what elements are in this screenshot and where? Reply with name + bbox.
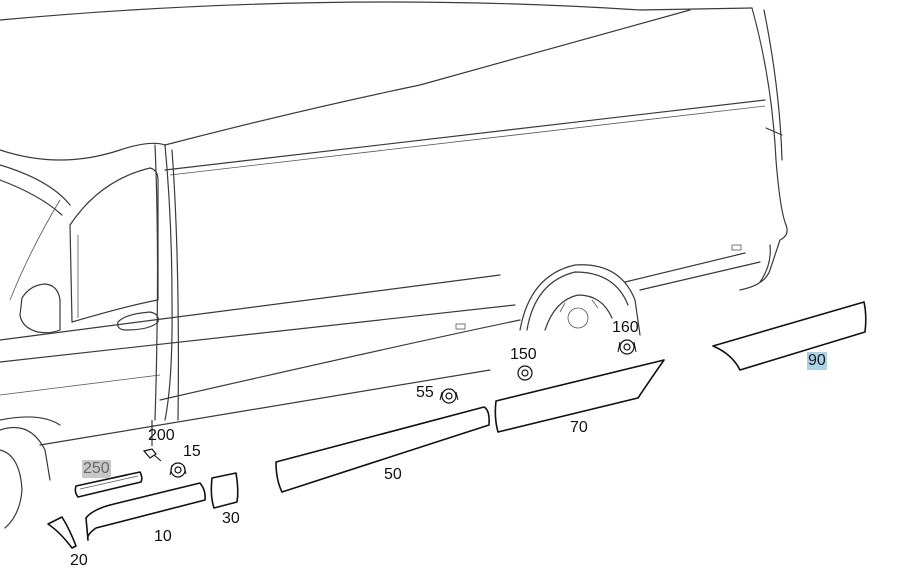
callout-30[interactable]: 30 xyxy=(222,510,240,527)
screw-200 xyxy=(142,448,162,462)
callout-250[interactable]: 250 xyxy=(82,460,111,478)
callout-70[interactable]: 70 xyxy=(570,419,588,436)
callout-10[interactable]: 10 xyxy=(154,528,172,545)
callout-20[interactable]: 20 xyxy=(70,552,88,569)
callout-90[interactable]: 90 xyxy=(807,352,827,370)
callout-55[interactable]: 55 xyxy=(416,384,434,401)
callout-200[interactable]: 200 xyxy=(148,427,175,444)
clip-160 xyxy=(617,339,637,355)
part-250 xyxy=(74,471,143,498)
part-10 xyxy=(85,482,206,541)
part-50 xyxy=(275,406,490,493)
part-30 xyxy=(210,472,239,509)
clip-55 xyxy=(439,388,459,404)
part-90 xyxy=(712,301,867,371)
van-outline xyxy=(0,1,788,529)
callout-160[interactable]: 160 xyxy=(612,319,639,336)
part-20 xyxy=(47,516,77,549)
callout-150[interactable]: 150 xyxy=(510,346,537,363)
part-70 xyxy=(494,359,665,433)
clip-15 xyxy=(169,462,187,478)
callout-15[interactable]: 15 xyxy=(183,443,201,460)
callout-50[interactable]: 50 xyxy=(384,466,402,483)
clip-150 xyxy=(517,365,533,381)
